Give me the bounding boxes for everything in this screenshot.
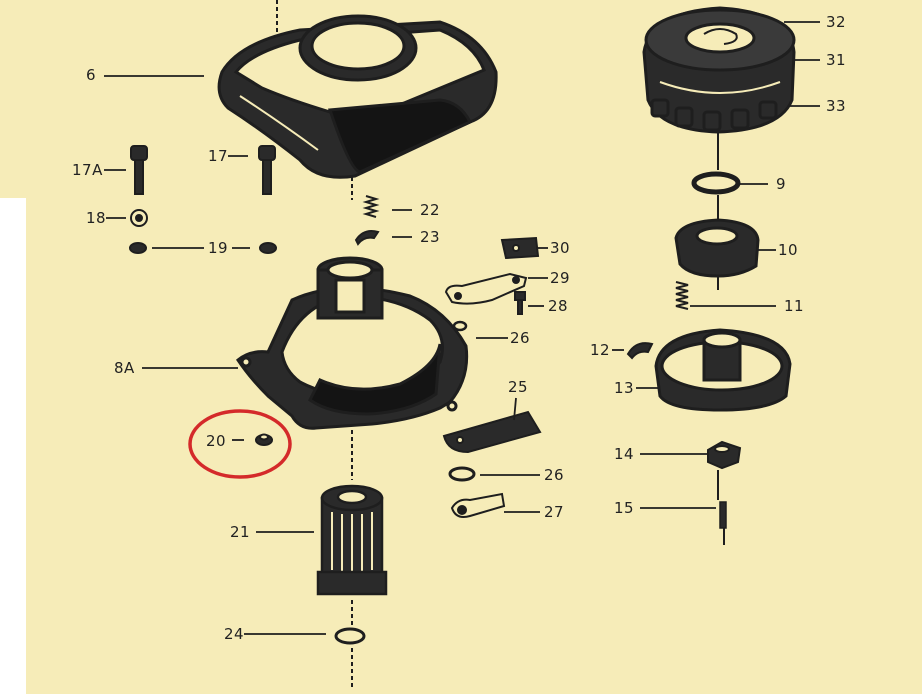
part-25-plate: [442, 410, 542, 454]
part-27-arm: [450, 492, 506, 518]
label-part-33: 33: [826, 97, 847, 115]
part-28-screw: [514, 291, 526, 315]
label-part-12: 12: [590, 341, 611, 359]
label-part-27: 27: [544, 503, 565, 521]
part-12-pawl: [626, 342, 654, 360]
label-part-14: 14: [614, 445, 635, 463]
label-part-17a: 17A: [72, 161, 103, 179]
part-17-screw: [258, 145, 276, 195]
part-19-washers: [129, 242, 277, 254]
red-highlight-circle: [188, 409, 292, 479]
part-26-washer-lower: [448, 466, 476, 482]
part-24-washer: [334, 627, 366, 645]
label-part-28: 28: [548, 297, 569, 315]
part-15-pin: [719, 501, 727, 529]
part-9-washer: [691, 171, 741, 195]
part-26-washer-upper: [452, 320, 468, 332]
leader-lines: [104, 21, 820, 635]
part-8a-housing: [236, 256, 469, 430]
label-part-9: 9: [776, 175, 787, 193]
label-part-15: 15: [614, 499, 635, 517]
part-30-block: [500, 236, 540, 260]
label-part-30: 30: [550, 239, 571, 257]
label-part-8a: 8A: [114, 359, 135, 377]
part-11-spring: [675, 281, 689, 310]
label-part-26-lower: 26: [544, 466, 565, 484]
label-part-18: 18: [86, 209, 107, 227]
part-6-top-cover: [217, 14, 498, 179]
label-part-23: 23: [420, 228, 441, 246]
label-part-32: 32: [826, 13, 847, 31]
part-13-cup: [654, 328, 792, 412]
label-part-13: 13: [614, 379, 635, 397]
label-part-24: 24: [224, 625, 245, 643]
label-part-25: 25: [508, 378, 529, 396]
part-31-32-33-drum: [642, 6, 796, 134]
label-part-11: 11: [784, 297, 805, 315]
part-29-lever: [444, 272, 528, 305]
part-22-spring: [362, 195, 380, 218]
part-10-ratchet: [674, 218, 760, 278]
label-part-19: 19: [208, 239, 229, 257]
label-part-21: 21: [230, 523, 251, 541]
label-part-26-upper: 26: [510, 329, 531, 347]
label-part-22: 22: [420, 201, 441, 219]
part-18-lock-washer: [130, 209, 148, 227]
paper-edge-white: [0, 198, 26, 694]
label-part-6: 6: [86, 66, 97, 84]
label-part-31: 31: [826, 51, 847, 69]
part-20-small-nut: [255, 433, 273, 446]
label-part-10: 10: [778, 241, 799, 259]
part-23-pawl: [354, 230, 380, 246]
part-21-splined-hub: [316, 484, 388, 596]
label-part-20: 20: [206, 432, 227, 450]
label-part-29: 29: [550, 269, 571, 287]
part-14-nut: [707, 440, 742, 470]
label-part-17: 17: [208, 147, 229, 165]
part-17a-screw: [130, 145, 148, 195]
